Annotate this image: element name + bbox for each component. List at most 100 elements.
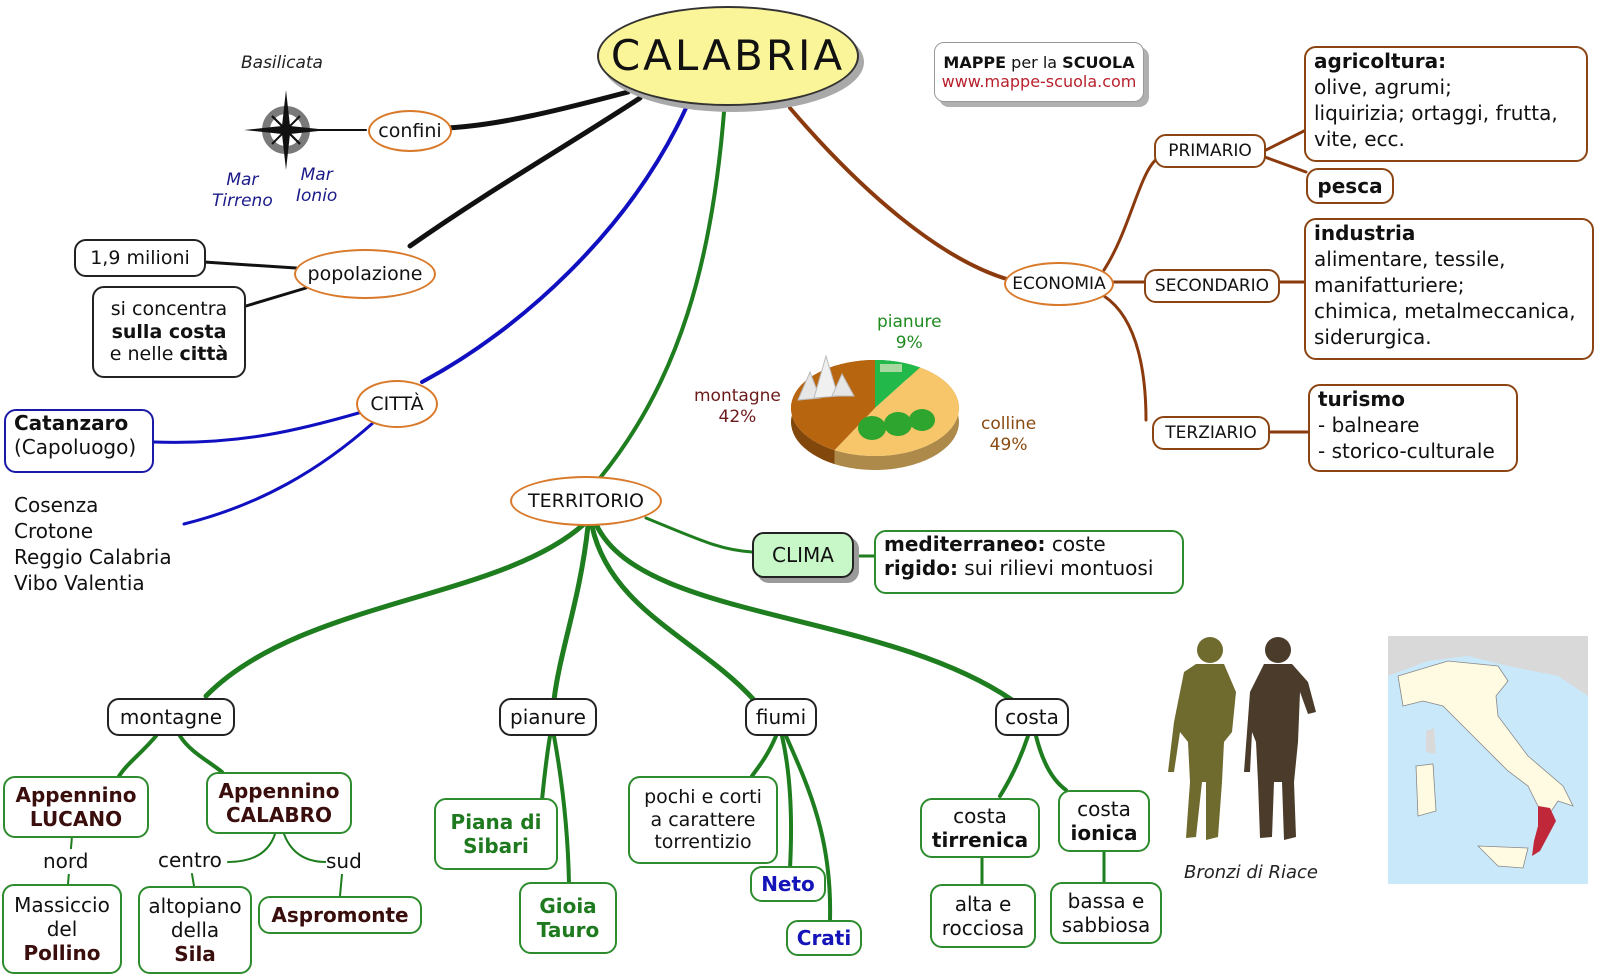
turismo-box[interactable]: turismo - balneare - storico-culturale	[1308, 384, 1518, 472]
pie-side-colline	[834, 367, 960, 471]
distribution-l3b: città	[179, 343, 229, 366]
secondario-node[interactable]: SECONDARIO	[1144, 269, 1280, 303]
territorio-node[interactable]: TERRITORIO	[510, 476, 662, 526]
aspromonte-box[interactable]: Aspromonte	[258, 896, 422, 934]
confini-node[interactable]: confini	[368, 110, 452, 152]
statue-right	[1244, 637, 1316, 840]
piana-sibari-box[interactable]: Piana di Sibari	[434, 798, 558, 870]
link-title-confini	[445, 89, 631, 131]
watermark-badge[interactable]: MAPPE per la SCUOLA www.mappe-scuola.com	[934, 42, 1144, 102]
link-primario-pesca	[1260, 154, 1308, 174]
label-basilicata: Basilicata	[241, 53, 323, 73]
link-calabro-sila	[191, 833, 276, 887]
calabro-l2: CALABRO	[225, 803, 333, 827]
link-label-nord: nord	[43, 849, 89, 874]
link-citta-catanzaro	[152, 410, 364, 444]
fiumi-label: fiumi	[755, 705, 807, 729]
crati-box[interactable]: Crati	[786, 920, 862, 956]
city-item: Reggio Calabria	[14, 545, 172, 569]
popolazione-label: popolazione	[307, 262, 423, 285]
watermark-url[interactable]: www.mappe-scuola.com	[941, 72, 1137, 91]
primario-label: PRIMARIO	[1168, 140, 1252, 161]
fiumi-desc-line: pochi e corti	[644, 785, 762, 808]
popolazione-node[interactable]: popolazione	[294, 249, 436, 299]
tirrenica-l1: costa	[953, 804, 1007, 828]
sibari-l1: Piana di	[450, 810, 542, 834]
citta-node[interactable]: CITTÀ	[356, 380, 438, 428]
gioia-tauro-box[interactable]: Gioia Tauro	[519, 882, 617, 954]
fiumi-node[interactable]: fiumi	[745, 698, 817, 736]
costa-ionica-box[interactable]: costa ionica	[1058, 790, 1150, 852]
watermark-line1: MAPPE per la SCUOLA	[943, 53, 1134, 72]
terziario-node[interactable]: TERZIARIO	[1152, 416, 1270, 450]
fiumi-desc-line: torrentizio	[654, 831, 752, 854]
distribution-l1: si concentra	[110, 297, 228, 320]
link-calabro-aspromonte	[283, 833, 343, 897]
compass-rose-icon	[244, 90, 328, 170]
citta-label: CITTÀ	[370, 392, 424, 415]
neto-box[interactable]: Neto	[750, 866, 826, 902]
title-node[interactable]: CALABRIA	[597, 6, 859, 106]
costa-node[interactable]: costa	[995, 698, 1069, 736]
city-item: Vibo Valentia	[14, 571, 145, 595]
watermark-scuola: SCUOLA	[1062, 52, 1135, 72]
pianure-node[interactable]: pianure	[499, 698, 597, 736]
montagne-node[interactable]: montagne	[107, 698, 235, 736]
link-title-territorio	[598, 110, 726, 480]
population-distribution-box[interactable]: si concentra sulla costa e nelle città	[92, 286, 246, 378]
clima-node[interactable]: CLIMA	[752, 532, 854, 578]
other-cities-list: Cosenza Crotone Reggio Calabria Vibo Val…	[14, 492, 172, 596]
tirrenica-l2: tirrenica	[931, 828, 1029, 852]
mountain-peak-icon	[797, 370, 821, 401]
italy-map-image	[1388, 636, 1588, 884]
link-territorio-pianure	[551, 523, 591, 703]
industria-box[interactable]: industria alimentare, tessile, manifattu…	[1304, 218, 1594, 360]
link-citta-others	[182, 420, 376, 526]
ionica-l1: costa	[1077, 797, 1131, 821]
industria-line: chimica, metalmeccanica,	[1314, 299, 1576, 323]
lucano-l2: LUCANO	[29, 807, 123, 831]
link-label-centro: centro	[158, 848, 222, 873]
pie-label-colline: colline 49%	[981, 414, 1036, 457]
map-sicily	[1476, 845, 1529, 869]
statue-left	[1168, 637, 1236, 840]
bronzi-caption: Bronzi di Riace	[1184, 862, 1318, 883]
population-count-box[interactable]: 1,9 milioni	[74, 239, 206, 277]
economia-node[interactable]: ECONOMIA	[1004, 262, 1114, 306]
pie-label-montagne-value: 42%	[718, 407, 757, 428]
sila-l2: della	[170, 918, 220, 942]
clima-desc-box[interactable]: mediterraneo: coste rigido: sui rilievi …	[874, 530, 1184, 594]
link-fiumi-crati	[784, 734, 833, 922]
tirrenica-desc-box[interactable]: alta e rocciosa	[930, 884, 1036, 948]
capital-box[interactable]: Catanzaro (Capoluogo)	[4, 409, 154, 473]
pollino-box[interactable]: Massiccio del Pollino	[2, 884, 122, 974]
link-territorio-costa	[593, 521, 1015, 703]
city-item: Crotone	[14, 519, 94, 543]
hill-icon	[909, 409, 935, 431]
pie-value-montagne: 42	[718, 407, 741, 428]
title-text: CALABRIA	[610, 30, 846, 80]
fiumi-desc-box[interactable]: pochi e corti a carattere torrentizio	[628, 776, 778, 864]
link-fiumi-desc	[750, 734, 778, 778]
territory-pie-chart	[791, 354, 960, 471]
sila-box[interactable]: altopiano della Sila	[138, 886, 252, 974]
turismo-title: turismo	[1318, 387, 1406, 411]
link-territorio-montagne	[203, 521, 587, 699]
pie-value-pianure: 9	[895, 333, 907, 354]
clima-coste: coste	[1045, 532, 1106, 556]
ionica-desc-box[interactable]: bassa e sabbiosa	[1050, 882, 1162, 944]
appennino-lucano-box[interactable]: Appennino LUCANO	[3, 776, 149, 838]
pollino-l2: del	[46, 917, 78, 941]
primario-node[interactable]: PRIMARIO	[1154, 134, 1266, 168]
clima-desc-l2: rigido: sui rilievi montuosi	[884, 556, 1153, 580]
costa-tirrenica-box[interactable]: costa tirrenica	[920, 798, 1040, 858]
neto-label: Neto	[761, 872, 815, 896]
pie-label-pianure-name: pianure	[877, 312, 942, 332]
capital-note: (Capoluogo)	[14, 435, 137, 459]
pesca-box[interactable]: pesca	[1306, 168, 1394, 204]
agricoltura-box[interactable]: agricoltura: olive, agrumi; liquirizia; …	[1304, 46, 1588, 162]
link-costa-tirrenica	[998, 734, 1030, 798]
appennino-calabro-box[interactable]: Appennino CALABRO	[206, 772, 352, 834]
calabro-l1: Appennino	[218, 779, 340, 803]
